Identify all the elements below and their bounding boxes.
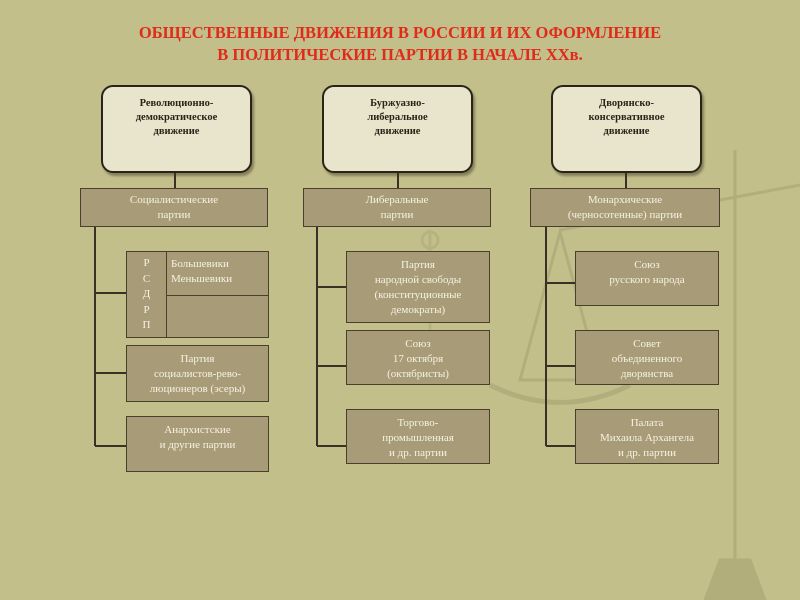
party-label-line: и др. партии [382, 446, 454, 461]
connector-line [95, 372, 126, 374]
party-label-line: и др. партии [600, 446, 694, 461]
party-constitutional-democrats: Партия народной свободы (конституционные… [346, 251, 490, 323]
party-trade-industrial: Торгово- промышленная и др. партии [346, 409, 490, 464]
connector-line [546, 365, 575, 367]
movement-label-line: Буржуазно- [367, 97, 427, 111]
party-label-line: объединенного [612, 352, 683, 367]
rsdrp-factions: Большевики Меньшевики [171, 257, 232, 287]
movement-label-line: Революционно- [136, 97, 218, 111]
movement-label-line: либеральное [367, 111, 427, 125]
movement-noble-conservative: Дворянско- консервативное движение [551, 85, 702, 173]
party-label-line: и другие партии [160, 438, 236, 453]
party-label-line: Партия [375, 258, 462, 273]
party-archangel-michael: Палата Михаила Архангела и др. партии [575, 409, 719, 464]
connector-line [546, 445, 575, 447]
party-label-line: демократы) [375, 303, 462, 318]
party-label-line: (конституционные [375, 288, 462, 303]
party-label-line: социалистов-рево- [150, 367, 246, 382]
connector-line [316, 227, 318, 446]
group-label-line: партии [366, 208, 429, 223]
party-label-line: Партия [150, 352, 246, 367]
rsdrp-letter: Р [143, 256, 149, 272]
party-label-line: Палата [600, 416, 694, 431]
group-label-line: Либеральные [366, 193, 429, 208]
rsdrp-letter: П [143, 318, 151, 334]
party-label-line: Союз [609, 258, 684, 273]
connector-line [546, 282, 575, 284]
group-label-line: (черносотенные) партии [568, 208, 682, 223]
group-socialist-parties: Социалистические партии [80, 188, 268, 227]
movement-label-line: демократическое [136, 111, 218, 125]
party-label-line: Михаила Архангела [600, 431, 694, 446]
connector-line [94, 227, 96, 446]
group-label-line: партии [130, 208, 218, 223]
connector-line [95, 292, 126, 294]
group-monarchist-parties: Монархические (черносотенные) партии [530, 188, 720, 227]
connector-line [317, 365, 346, 367]
rsdrp-divider [167, 295, 268, 296]
party-label-line: (октябристы) [387, 367, 449, 382]
connector-line [625, 172, 627, 188]
group-liberal-parties: Либеральные партии [303, 188, 491, 227]
party-label-line: дворянства [612, 367, 683, 382]
movement-bourgeois-liberal: Буржуазно- либеральное движение [322, 85, 473, 173]
party-label-line: народной свободы [375, 273, 462, 288]
party-label-line: люционеров (эсеры) [150, 382, 246, 397]
group-label-line: Монархические [568, 193, 682, 208]
group-label-line: Социалистические [130, 193, 218, 208]
connector-line [317, 286, 346, 288]
movement-label-line: Дворянско- [589, 97, 665, 111]
party-octobrists: Союз 17 октября (октябристы) [346, 330, 490, 385]
party-label-line: русского народа [609, 273, 684, 288]
movement-revolutionary-democratic: Революционно- демократическое движение [101, 85, 252, 173]
page-title: ОБЩЕСТВЕННЫЕ ДВИЖЕНИЯ В РОССИИ И ИХ ОФОР… [0, 22, 800, 66]
rsdrp-box: Р С Д Р П Большевики Меньшевики [126, 251, 269, 338]
party-label-line: Анархистские [160, 423, 236, 438]
party-label-line: промышленная [382, 431, 454, 446]
party-united-nobility: Совет объединенного дворянства [575, 330, 719, 385]
party-label-line: Союз [387, 337, 449, 352]
movement-label-line: консервативное [589, 111, 665, 125]
movement-label-line: движение [589, 125, 665, 139]
party-label-line: 17 октября [387, 352, 449, 367]
connector-line [397, 172, 399, 188]
connector-line [174, 172, 176, 188]
party-anarchists: Анархистские и другие партии [126, 416, 269, 472]
rsdrp-letter: С [143, 272, 150, 288]
rsdrp-faction-mensheviks: Меньшевики [171, 272, 232, 287]
party-label-line: Торгово- [382, 416, 454, 431]
movement-label-line: движение [367, 125, 427, 139]
connector-line [95, 445, 126, 447]
connector-line [317, 445, 346, 447]
movement-label-line: движение [136, 125, 218, 139]
party-union-russian-people: Союз русского народа [575, 251, 719, 306]
rsdrp-letter: Д [143, 287, 151, 303]
connector-line [545, 227, 547, 446]
party-socialist-revolutionaries: Партия социалистов-рево- люционеров (эсе… [126, 345, 269, 402]
rsdrp-acronym: Р С Д Р П [127, 252, 167, 337]
title-line-2: В ПОЛИТИЧЕСКИЕ ПАРТИИ В НАЧАЛЕ ХХв. [0, 44, 800, 66]
rsdrp-letter: Р [143, 303, 149, 319]
rsdrp-faction-bolsheviks: Большевики [171, 257, 232, 272]
title-line-1: ОБЩЕСТВЕННЫЕ ДВИЖЕНИЯ В РОССИИ И ИХ ОФОР… [0, 22, 800, 44]
party-label-line: Совет [612, 337, 683, 352]
